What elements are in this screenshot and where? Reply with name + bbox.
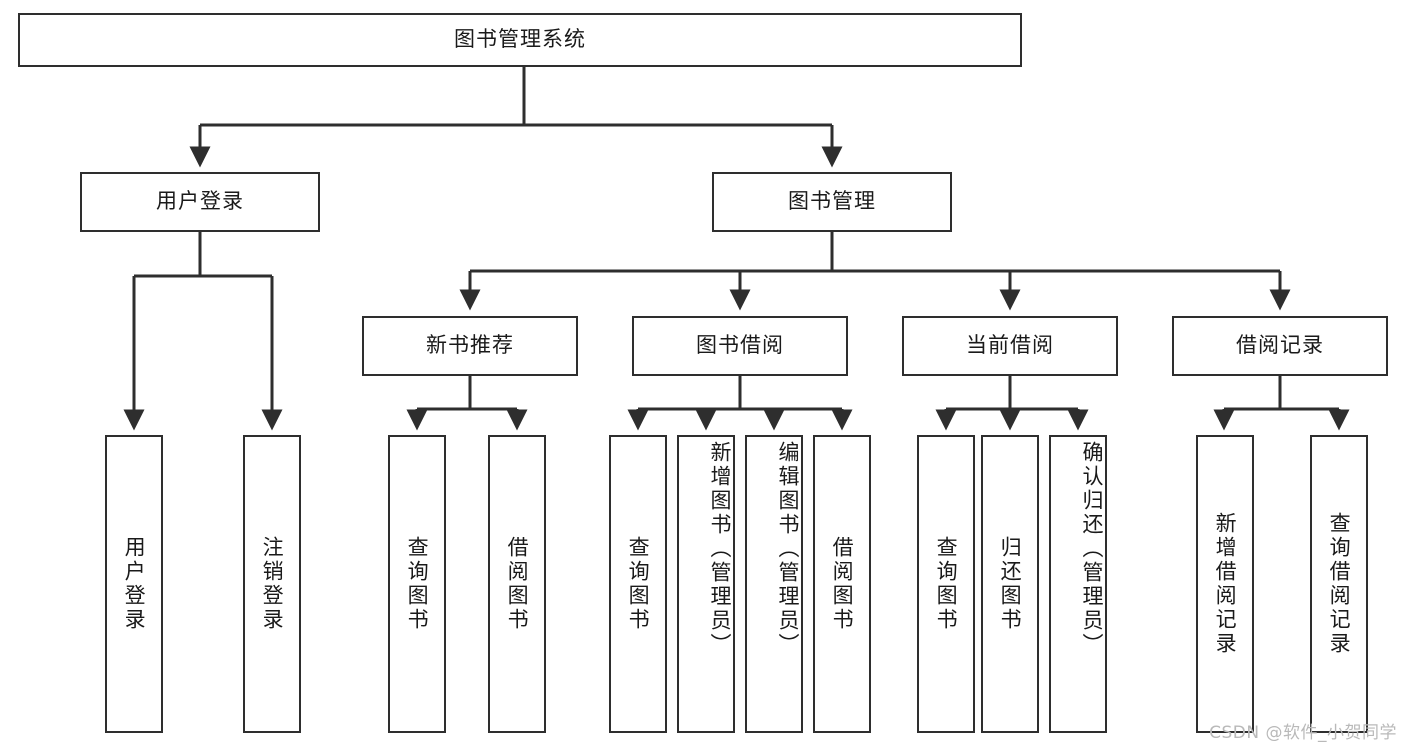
node-leaf-return-book-label: 归还图书	[998, 536, 1023, 632]
node-borrow-record[interactable]: 借阅记录	[1172, 316, 1388, 376]
node-user-login-label: 用户登录	[156, 189, 244, 214]
node-current-borrow[interactable]: 当前借阅	[902, 316, 1118, 376]
node-leaf-confirm-return-label: 确认归还（管理员）	[1080, 441, 1104, 657]
node-leaf-add-book-label: 新增图书（管理员）	[708, 441, 732, 657]
node-leaf-user-login[interactable]: 用户登录	[105, 435, 163, 733]
node-leaf-confirm-return[interactable]: 确认归还（管理员）	[1049, 435, 1107, 733]
node-leaf-borrow-book-2[interactable]: 借阅图书	[813, 435, 871, 733]
node-borrow-record-label: 借阅记录	[1236, 333, 1324, 358]
node-leaf-query-book-2[interactable]: 查询图书	[609, 435, 667, 733]
node-leaf-add-record[interactable]: 新增借阅记录	[1196, 435, 1254, 733]
node-root[interactable]: 图书管理系统	[18, 13, 1022, 67]
node-leaf-query-book-3[interactable]: 查询图书	[917, 435, 975, 733]
node-leaf-query-record[interactable]: 查询借阅记录	[1310, 435, 1368, 733]
node-user-login[interactable]: 用户登录	[80, 172, 320, 232]
node-leaf-query-record-label: 查询借阅记录	[1327, 512, 1352, 656]
node-leaf-borrow-book-2-label: 借阅图书	[830, 536, 855, 632]
node-leaf-query-book-3-label: 查询图书	[934, 536, 959, 632]
node-new-book-recommend[interactable]: 新书推荐	[362, 316, 578, 376]
node-leaf-edit-book[interactable]: 编辑图书（管理员）	[745, 435, 803, 733]
csdn-watermark: CSDN @软件_小贺同学	[1209, 723, 1397, 743]
node-leaf-query-book-1-label: 查询图书	[405, 536, 430, 632]
node-new-book-recommend-label: 新书推荐	[426, 333, 514, 358]
node-root-label: 图书管理系统	[454, 27, 586, 52]
node-leaf-query-book-2-label: 查询图书	[626, 536, 651, 632]
node-leaf-logout-login-label: 注销登录	[260, 536, 285, 632]
node-current-borrow-label: 当前借阅	[966, 333, 1054, 358]
node-leaf-add-book[interactable]: 新增图书（管理员）	[677, 435, 735, 733]
node-book-manage[interactable]: 图书管理	[712, 172, 952, 232]
node-leaf-user-login-label: 用户登录	[122, 536, 147, 632]
node-leaf-return-book[interactable]: 归还图书	[981, 435, 1039, 733]
node-leaf-edit-book-label: 编辑图书（管理员）	[776, 441, 800, 657]
node-leaf-query-book-1[interactable]: 查询图书	[388, 435, 446, 733]
node-book-borrow-label: 图书借阅	[696, 333, 784, 358]
node-book-borrow[interactable]: 图书借阅	[632, 316, 848, 376]
node-leaf-borrow-book-1-label: 借阅图书	[505, 536, 530, 632]
node-leaf-borrow-book-1[interactable]: 借阅图书	[488, 435, 546, 733]
node-leaf-add-record-label: 新增借阅记录	[1213, 512, 1238, 656]
node-leaf-logout-login[interactable]: 注销登录	[243, 435, 301, 733]
node-book-manage-label: 图书管理	[788, 189, 876, 214]
